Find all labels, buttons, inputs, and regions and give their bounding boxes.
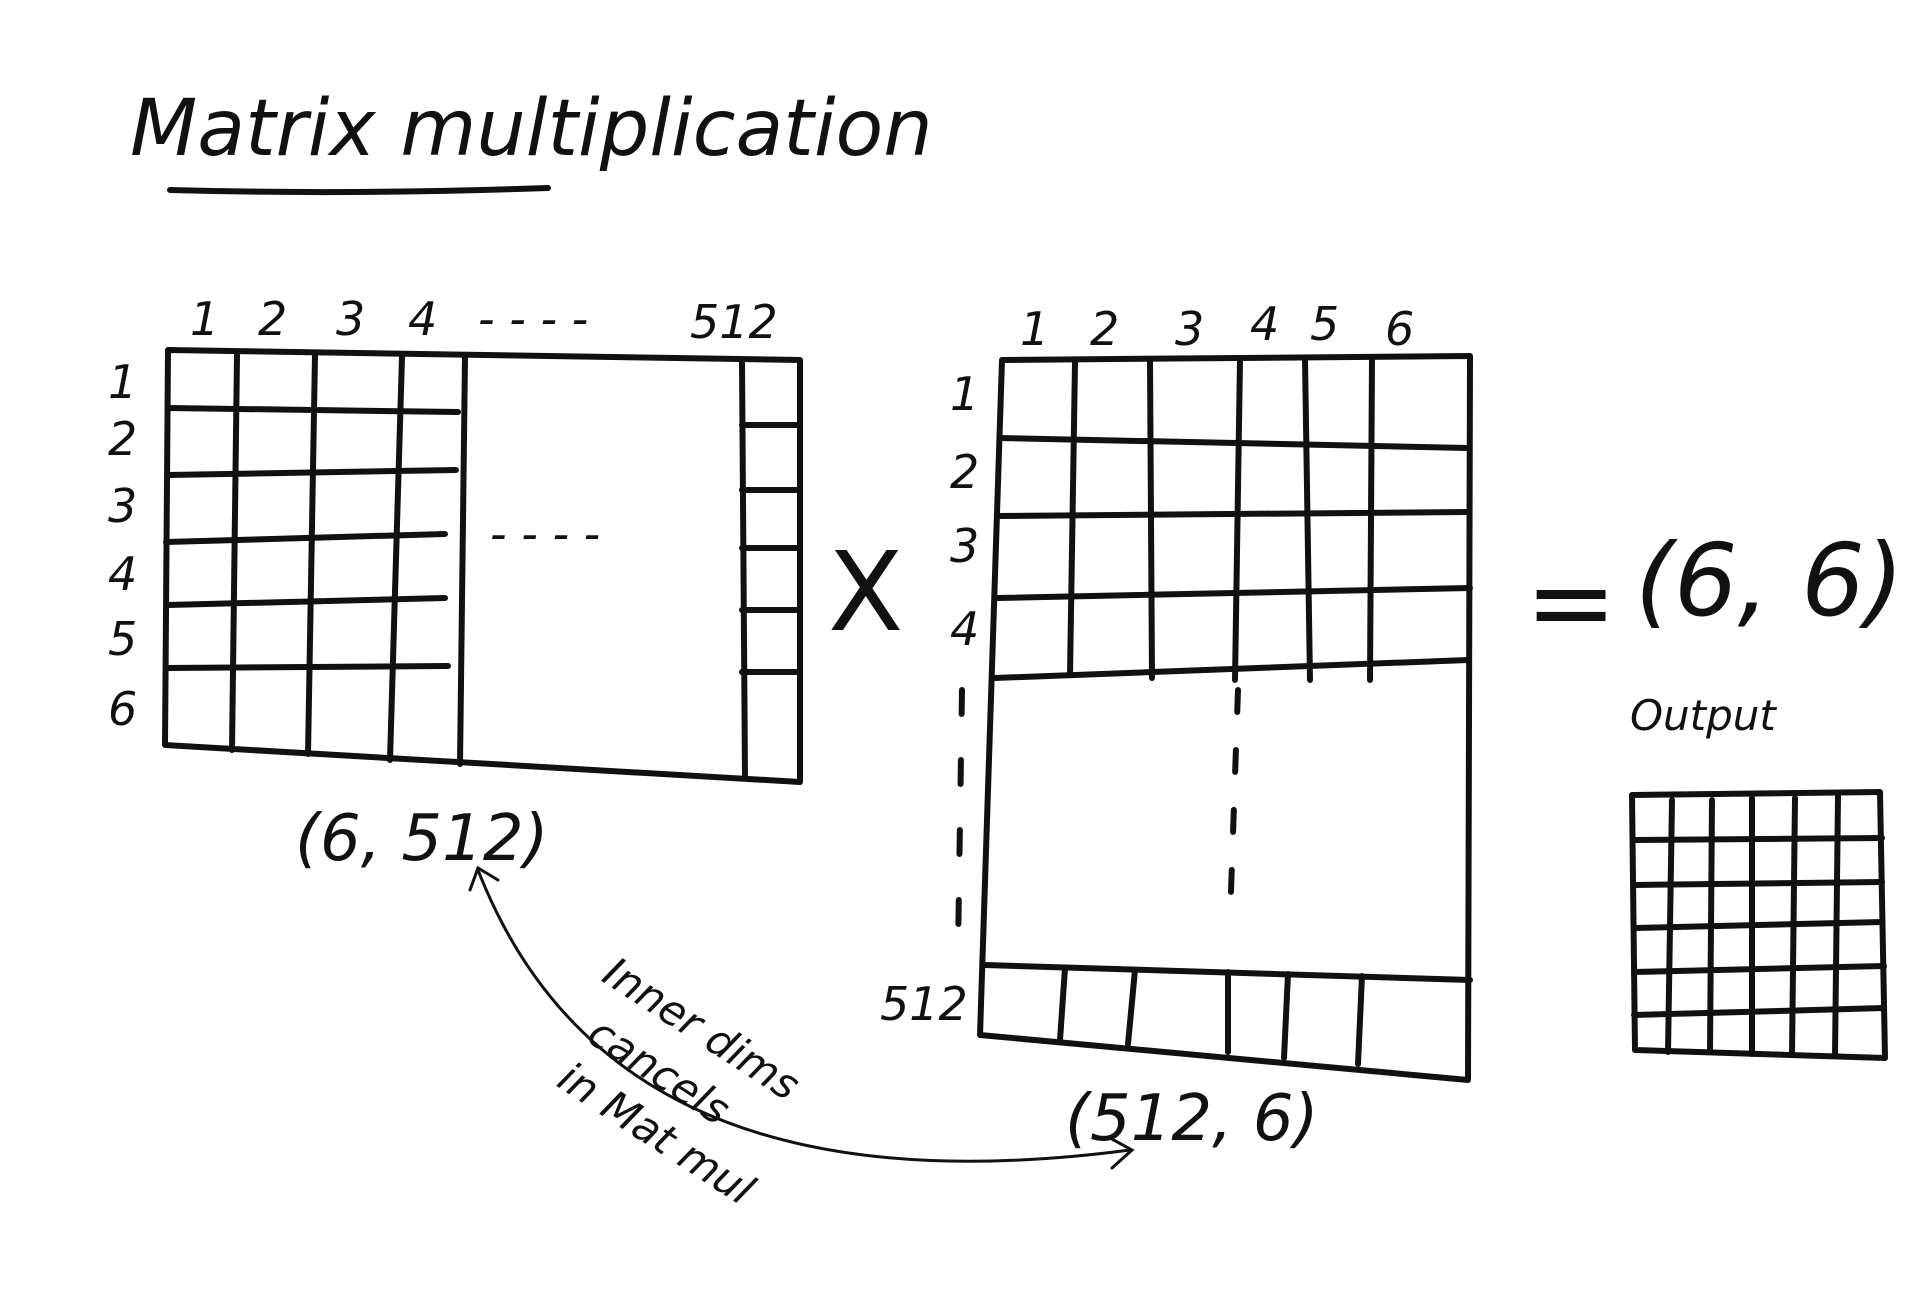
matrix-a-vline — [229, 352, 240, 753]
matrix-a-hline — [165, 405, 461, 415]
matrix-a-border — [162, 347, 803, 785]
matrix-b-row-ellipsis — [955, 687, 965, 953]
matrix-b-dashed-line — [1227, 687, 1241, 923]
output-matrix-border — [1629, 789, 1888, 1061]
matrix-b-vline — [1281, 971, 1291, 1061]
matrix-a-hline — [165, 467, 459, 478]
matrix-a-row-label: 3 — [108, 479, 137, 533]
matrix-a-hline — [163, 531, 448, 545]
matrix-b-row-label: 2 — [950, 445, 979, 499]
matrix-a-vline — [305, 352, 318, 757]
matrix-b-col-label: 5 — [1310, 297, 1339, 351]
matrix-b-col-label: 1 — [1020, 302, 1049, 356]
matrix-b-col-label: 2 — [1090, 302, 1119, 356]
diagram-title: Matrix multiplication — [130, 84, 933, 174]
matrix-a-vline — [457, 354, 468, 767]
arrow-head-end — [1108, 1136, 1135, 1170]
inner-dims-arrow — [476, 868, 1132, 1163]
matrix-b-border — [977, 353, 1473, 1083]
matrix-a-center-ellipsis: - - - - — [490, 507, 600, 561]
matrix-b-col-label: 6 — [1385, 302, 1414, 356]
matrix-a-shape-label: (6, 512) — [295, 802, 549, 876]
matrix-a: - - - - 1 2 3 4 - - - - 512 1 2 3 4 5 6 … — [108, 292, 803, 876]
output-shape-label: (6, 6) — [1635, 522, 1904, 639]
matrix-b-row-label: 1 — [950, 367, 979, 421]
matrix-b-vline — [1302, 357, 1313, 683]
matrix-b-hline — [997, 509, 1471, 519]
matrix-a-row-label: 5 — [108, 612, 137, 666]
matrix-b-shape-label: (512, 6) — [1065, 1082, 1319, 1156]
matrix-a-hline — [163, 663, 451, 671]
output-caption: Output — [1630, 691, 1777, 740]
multiply-operator: X — [828, 528, 903, 656]
matrix-a-hline — [165, 595, 448, 608]
matrix-a-row-label: 2 — [108, 412, 137, 466]
output-hline — [1631, 835, 1885, 843]
equals-operator: = — [1525, 538, 1617, 666]
title-underline — [167, 185, 551, 196]
matrix-b-hline — [995, 585, 1473, 601]
matrix-a-row-label: 6 — [108, 682, 137, 736]
matrix-a-col-label: 512 — [690, 295, 778, 349]
output-hline — [1631, 1005, 1887, 1018]
matrix-b-vline — [1367, 357, 1375, 683]
output-matrix — [1629, 789, 1888, 1061]
matrix-b: 1 2 3 4 5 6 1 2 3 4 512 (512, 6) — [880, 297, 1473, 1156]
matrix-a-col-label: 3 — [336, 292, 365, 346]
matrix-b-col-label: 3 — [1175, 302, 1204, 356]
matrix-a-vline — [739, 359, 748, 781]
output-hline — [1631, 879, 1885, 888]
matrix-a-row-label: 4 — [108, 547, 137, 601]
matrix-b-col-label: 4 — [1250, 297, 1279, 351]
matrix-b-row-label: 512 — [880, 977, 968, 1031]
matrix-a-row-label: 1 — [108, 355, 137, 409]
matrix-b-hline — [997, 435, 1471, 451]
arrow-head-start — [468, 865, 500, 892]
matrix-a-col-ellipsis: - - - - — [478, 292, 588, 346]
matrix-b-vline — [1355, 973, 1365, 1067]
matrix-a-col-label: 2 — [258, 292, 287, 346]
matrix-b-vline — [1147, 357, 1155, 681]
output-hline — [1631, 919, 1885, 931]
matrix-b-row-label: 4 — [950, 602, 979, 656]
matrix-b-vline — [1125, 967, 1138, 1047]
matrix-b-hline — [992, 657, 1471, 681]
matrix-a-col-label: 4 — [408, 292, 437, 346]
matrix-b-row-label: 3 — [950, 519, 979, 573]
matrix-b-vline — [1057, 965, 1068, 1043]
matrix-b-vline — [1067, 359, 1078, 678]
matrix-a-vline — [387, 354, 405, 763]
matrix-b-vline — [1232, 357, 1243, 683]
output-hline — [1631, 963, 1887, 975]
matrix-a-col-label: 1 — [190, 292, 219, 346]
